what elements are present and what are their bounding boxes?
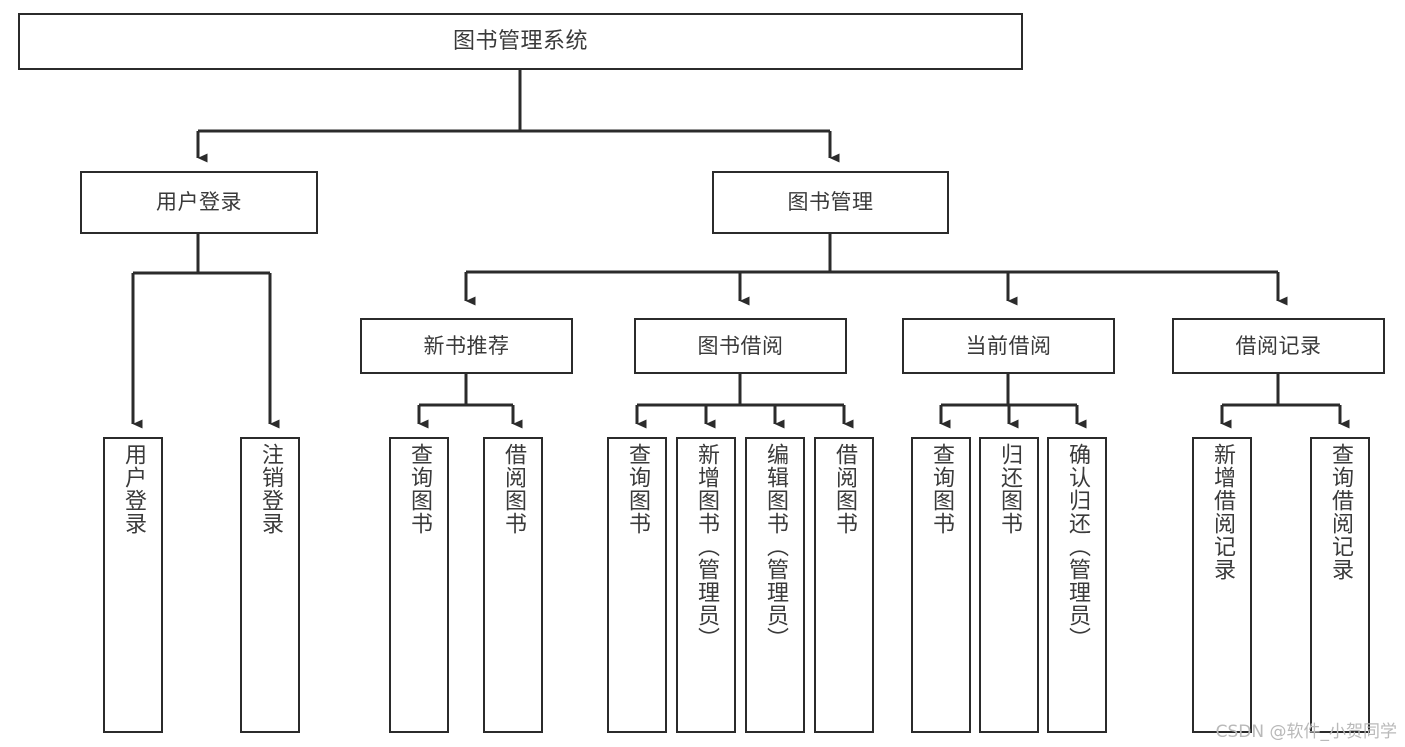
- node-leaf-query-book-3[interactable]: 查询图书: [911, 437, 971, 733]
- node-leaf-confirm-return[interactable]: 确认归还（管理员）: [1047, 437, 1107, 733]
- node-leaf-query-book-2[interactable]: 查询图书: [607, 437, 667, 733]
- node-leaf-query-record[interactable]: 查询借阅记录: [1310, 437, 1370, 733]
- node-root-label: 图书管理系统: [452, 28, 588, 54]
- node-user-login[interactable]: 用户登录: [80, 171, 318, 234]
- node-leaf-query-record-label: 查询借阅记录: [1328, 443, 1353, 581]
- node-book-manage-label: 图书管理: [787, 190, 874, 215]
- node-current-borrow[interactable]: 当前借阅: [902, 318, 1115, 374]
- node-leaf-user-login-label: 用户登录: [121, 443, 146, 535]
- node-leaf-query-book-1[interactable]: 查询图书: [389, 437, 449, 733]
- node-leaf-edit-book[interactable]: 编辑图书（管理员）: [745, 437, 805, 733]
- node-leaf-borrow-book-1-label: 借阅图书: [501, 443, 526, 535]
- node-leaf-logout-label: 注销登录: [258, 443, 283, 535]
- node-leaf-query-book-2-label: 查询图书: [625, 443, 650, 535]
- node-leaf-add-record-label: 新增借阅记录: [1210, 443, 1235, 581]
- node-leaf-add-book[interactable]: 新增图书（管理员）: [676, 437, 736, 733]
- node-book-manage[interactable]: 图书管理: [712, 171, 949, 234]
- node-leaf-add-book-label: 新增图书（管理员）: [694, 443, 719, 650]
- node-leaf-query-book-1-label: 查询图书: [407, 443, 432, 535]
- node-leaf-query-book-3-label: 查询图书: [929, 443, 954, 535]
- node-borrow-record-label: 借阅记录: [1235, 333, 1322, 358]
- node-current-borrow-label: 当前借阅: [965, 333, 1052, 358]
- node-borrow-record[interactable]: 借阅记录: [1172, 318, 1385, 374]
- node-leaf-borrow-book-2[interactable]: 借阅图书: [814, 437, 874, 733]
- node-leaf-edit-book-label: 编辑图书（管理员）: [763, 443, 788, 650]
- node-leaf-borrow-book-1[interactable]: 借阅图书: [483, 437, 543, 733]
- node-user-login-label: 用户登录: [156, 190, 242, 215]
- node-leaf-confirm-return-label: 确认归还（管理员）: [1065, 443, 1090, 650]
- node-book-borrow-label: 图书借阅: [697, 333, 784, 358]
- node-new-book-recommend-label: 新书推荐: [423, 333, 510, 358]
- node-root[interactable]: 图书管理系统: [18, 13, 1023, 70]
- node-new-book-recommend[interactable]: 新书推荐: [360, 318, 573, 374]
- node-leaf-logout[interactable]: 注销登录: [240, 437, 300, 733]
- node-leaf-borrow-book-2-label: 借阅图书: [832, 443, 857, 535]
- node-leaf-return-book[interactable]: 归还图书: [979, 437, 1039, 733]
- node-leaf-user-login[interactable]: 用户登录: [103, 437, 163, 733]
- node-leaf-return-book-label: 归还图书: [997, 443, 1022, 535]
- node-leaf-add-record[interactable]: 新增借阅记录: [1192, 437, 1252, 733]
- node-book-borrow[interactable]: 图书借阅: [634, 318, 847, 374]
